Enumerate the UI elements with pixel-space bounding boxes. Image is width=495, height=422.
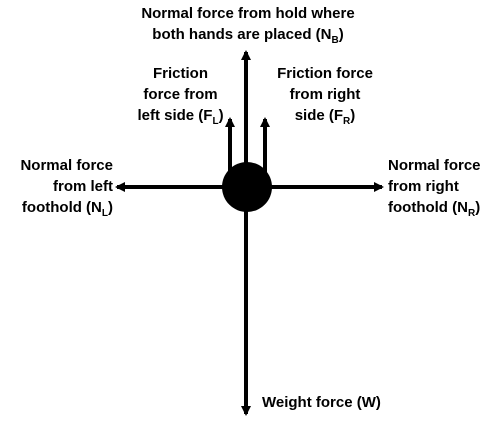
friction-right-subscript: R (343, 116, 351, 127)
normal-left-label-end: ) (108, 199, 113, 216)
normal-right-label-text: foothold (N (388, 199, 468, 216)
friction-right-label-line3: side (FR) (270, 105, 380, 128)
friction-right-label: Friction force from right side (FR) (270, 63, 380, 128)
friction-left-label-text: left side (F (137, 107, 213, 124)
friction-right-label-text: side (F (294, 107, 344, 124)
friction-left-label: Friction force from left side (FL) (133, 63, 228, 128)
friction-right-label-end: ) (350, 107, 356, 124)
normal-hands-label-line2: both hands are placed (NB) (130, 24, 366, 47)
normal-left-label-line1: Normal force (20, 157, 113, 174)
normal-left-subscript: L (101, 208, 108, 219)
normal-right-label: Normal force from right foothold (NR) (388, 155, 493, 220)
normal-right-label-line3: foothold (NR) (388, 197, 493, 220)
friction-right-label-line2: from right (289, 86, 361, 103)
normal-right-label-line2: from right (388, 178, 459, 195)
weight-label-line1: Weight force (W) (262, 394, 381, 411)
normal-hands-label: Normal force from hold where both hands … (130, 3, 366, 47)
normal-left-label-text: foothold (N (21, 199, 102, 216)
normal-right-label-end: ) (475, 199, 481, 216)
friction-left-label-end: ) (218, 107, 224, 124)
body-point-circle (222, 162, 272, 212)
normal-hands-label-text: both hands are placed (N (152, 26, 332, 43)
normal-right-label-line1: Normal force (388, 157, 481, 174)
friction-left-subscript: L (212, 116, 219, 127)
friction-left-label-line2: force from (143, 86, 218, 103)
normal-right-subscript: R (467, 208, 476, 219)
normal-hands-subscript: B (331, 35, 339, 46)
normal-hands-label-end: ) (338, 26, 344, 43)
friction-left-label-line3: left side (FL) (133, 105, 228, 128)
friction-right-label-line1: Friction force (277, 65, 373, 82)
normal-left-label-line3: foothold (NL) (3, 197, 113, 220)
normal-hands-label-line1: Normal force from hold where (141, 5, 355, 22)
weight-label: Weight force (W) (262, 392, 402, 413)
normal-left-label: Normal force from left foothold (NL) (3, 155, 113, 220)
friction-left-label-line1: Friction (153, 65, 208, 82)
normal-left-label-line2: from left (53, 178, 113, 195)
